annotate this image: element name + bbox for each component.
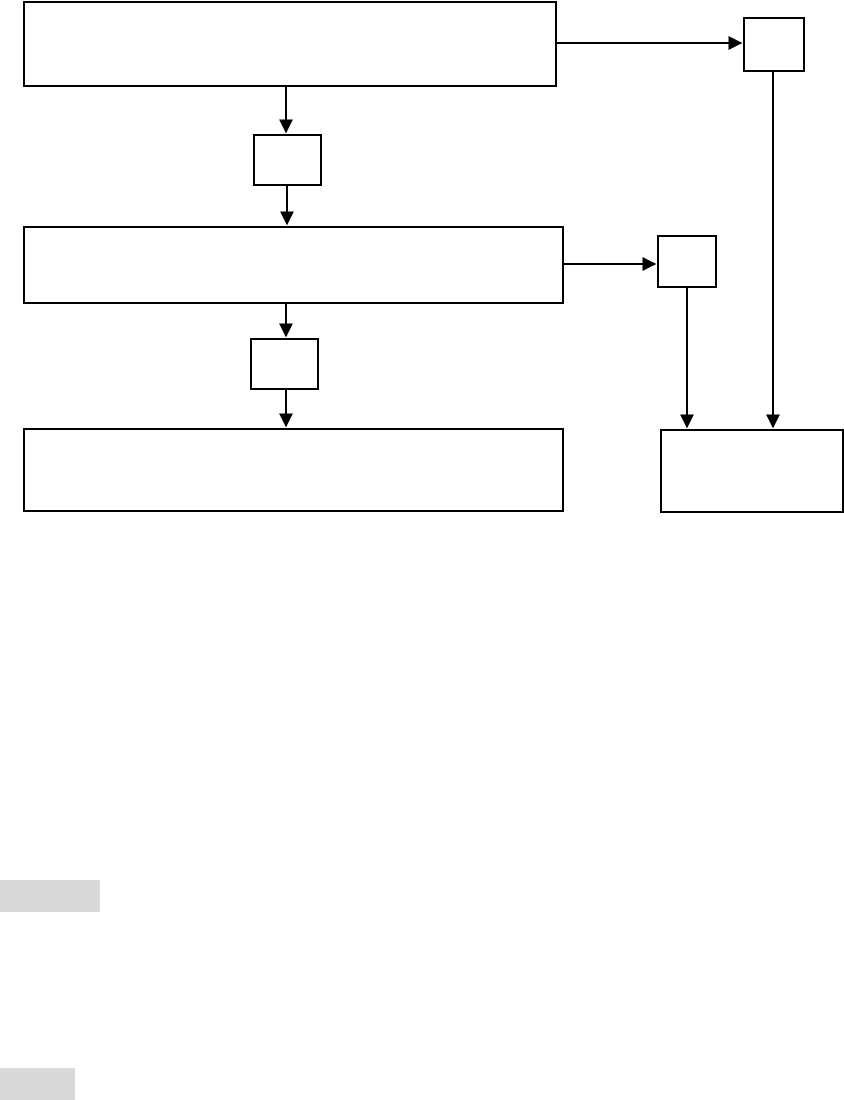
connector-layer [279, 36, 780, 429]
shaded-bar-1 [0, 880, 100, 912]
small-box-d [250, 338, 319, 390]
small-box-c [657, 235, 717, 288]
process-box-4 [660, 429, 844, 513]
small-box-b [743, 17, 805, 72]
flowchart-diagram [0, 0, 844, 520]
shaded-bar-2 [0, 1068, 75, 1100]
process-box-1 [23, 1, 557, 87]
process-box-2 [23, 226, 564, 304]
small-box-a [253, 134, 322, 186]
process-box-3 [23, 428, 564, 512]
